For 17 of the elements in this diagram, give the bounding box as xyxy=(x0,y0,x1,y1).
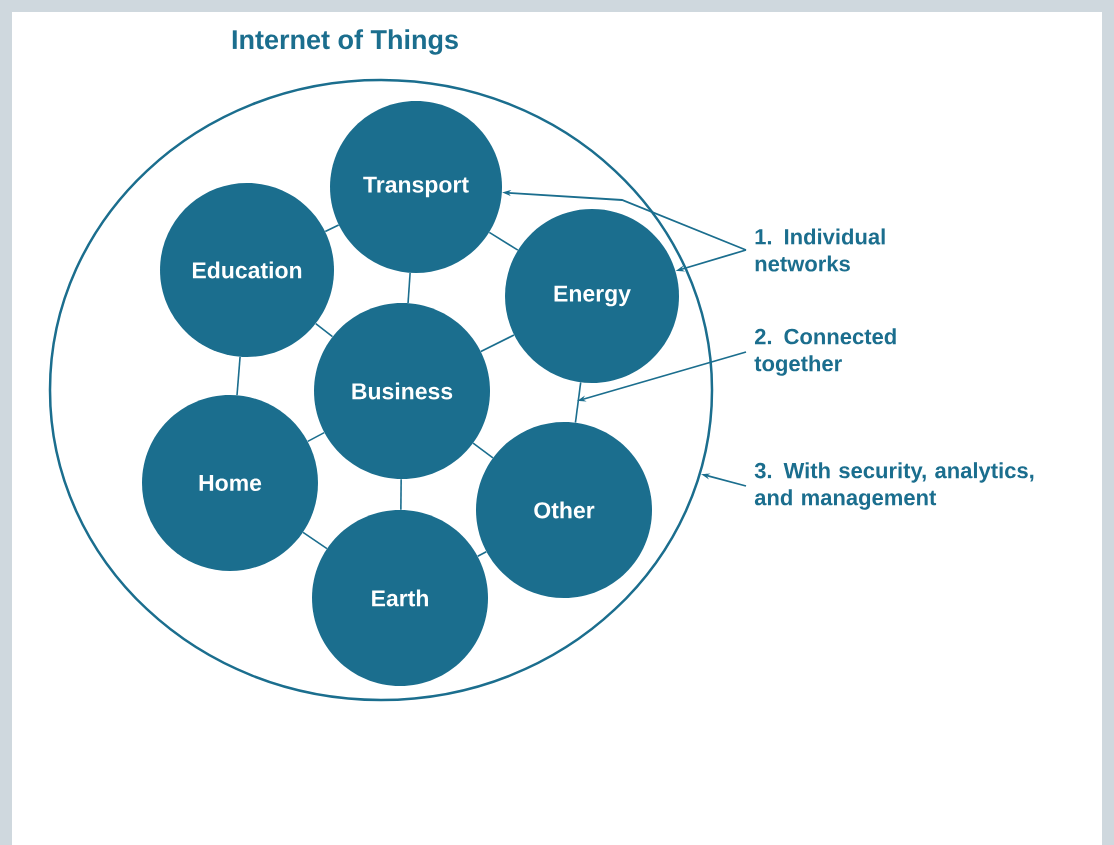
connector-line xyxy=(488,231,519,251)
callout-text: 1. Individual networks xyxy=(755,228,885,272)
connector-line xyxy=(236,356,241,396)
connector-line xyxy=(407,272,411,304)
callout-text: 3. With security, analytics, and management xyxy=(754,462,1034,510)
connector-line xyxy=(314,322,334,338)
connector-line xyxy=(324,224,340,233)
connector-line xyxy=(480,334,515,353)
connector-line xyxy=(302,531,328,550)
outer-circle xyxy=(48,78,714,702)
connector-line xyxy=(476,550,488,558)
connector-line xyxy=(574,381,582,424)
connector-line xyxy=(306,431,326,443)
callout-text: 2. Connected together xyxy=(754,328,896,376)
connector-line xyxy=(400,478,402,511)
connector-line xyxy=(472,442,494,459)
title: Internet of Things xyxy=(232,29,458,55)
